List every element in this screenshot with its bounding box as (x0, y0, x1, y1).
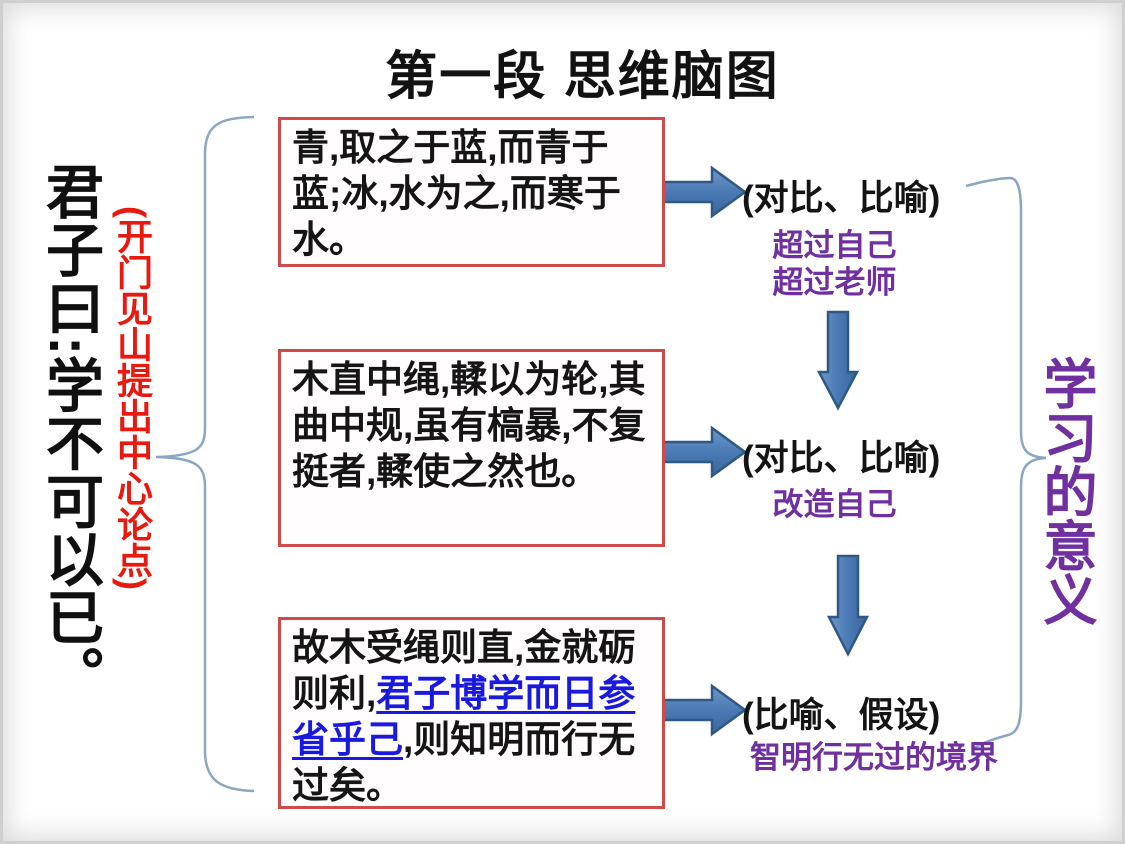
quote-box-1: 青,取之于蓝,而青于蓝;冰,水为之,而寒于水。 (278, 117, 665, 267)
quote-box-3: 故木受绳则直,金就砺则利,君子博学而日参省乎己,则知明而行无过矣。 (278, 617, 665, 809)
meaning-label-1-line-2: 超过老师 (772, 265, 897, 300)
quote-box-3-text-after: ,则知明而行无过矣。 (292, 719, 636, 806)
left-brace-icon (155, 115, 255, 793)
device-label-1: (对比、比喻) (742, 179, 941, 218)
meaning-label-1: 超过自己 超过老师 (722, 227, 947, 301)
device-label-3: (比喻、假设) (742, 696, 941, 735)
meaning-label-1-line-1: 超过自己 (772, 228, 897, 263)
device-label-2: (对比、比喻) (742, 439, 941, 478)
summary-vertical-text: 学习的意义 (1035, 356, 1095, 626)
down-arrow-icon (816, 310, 860, 411)
annotation-vertical-text: (开门见山提出中心论点) (112, 206, 153, 590)
quote-box-3-highlighted-text: 君子博学而日参省乎己 (292, 673, 636, 760)
meaning-label-3: 智明行无过的境界 (750, 740, 998, 775)
page-title: 第一段 思维脑图 (385, 48, 780, 106)
right-arrow-icon (658, 165, 748, 219)
meaning-label-2: 改造自己 (772, 487, 897, 522)
main-quote-vertical-text: 君子曰:学不可以已。 (37, 162, 102, 704)
right-arrow-icon (658, 425, 748, 479)
right-brace-icon (965, 176, 1047, 750)
quote-box-1-text: 青,取之于蓝,而青于蓝;冰,水为之,而寒于水。 (292, 127, 621, 260)
down-arrow-icon (826, 554, 870, 657)
quote-box-2-text: 木直中绳,輮以为轮,其曲中规,虽有槁暴,不复挺者,輮使之然也。 (292, 359, 646, 492)
right-arrow-icon (658, 683, 748, 737)
quote-box-3-text-before: 故木受绳则直,金就砺则利, (292, 627, 636, 714)
quote-box-2: 木直中绳,輮以为轮,其曲中规,虽有槁暴,不复挺者,輮使之然也。 (278, 349, 665, 547)
